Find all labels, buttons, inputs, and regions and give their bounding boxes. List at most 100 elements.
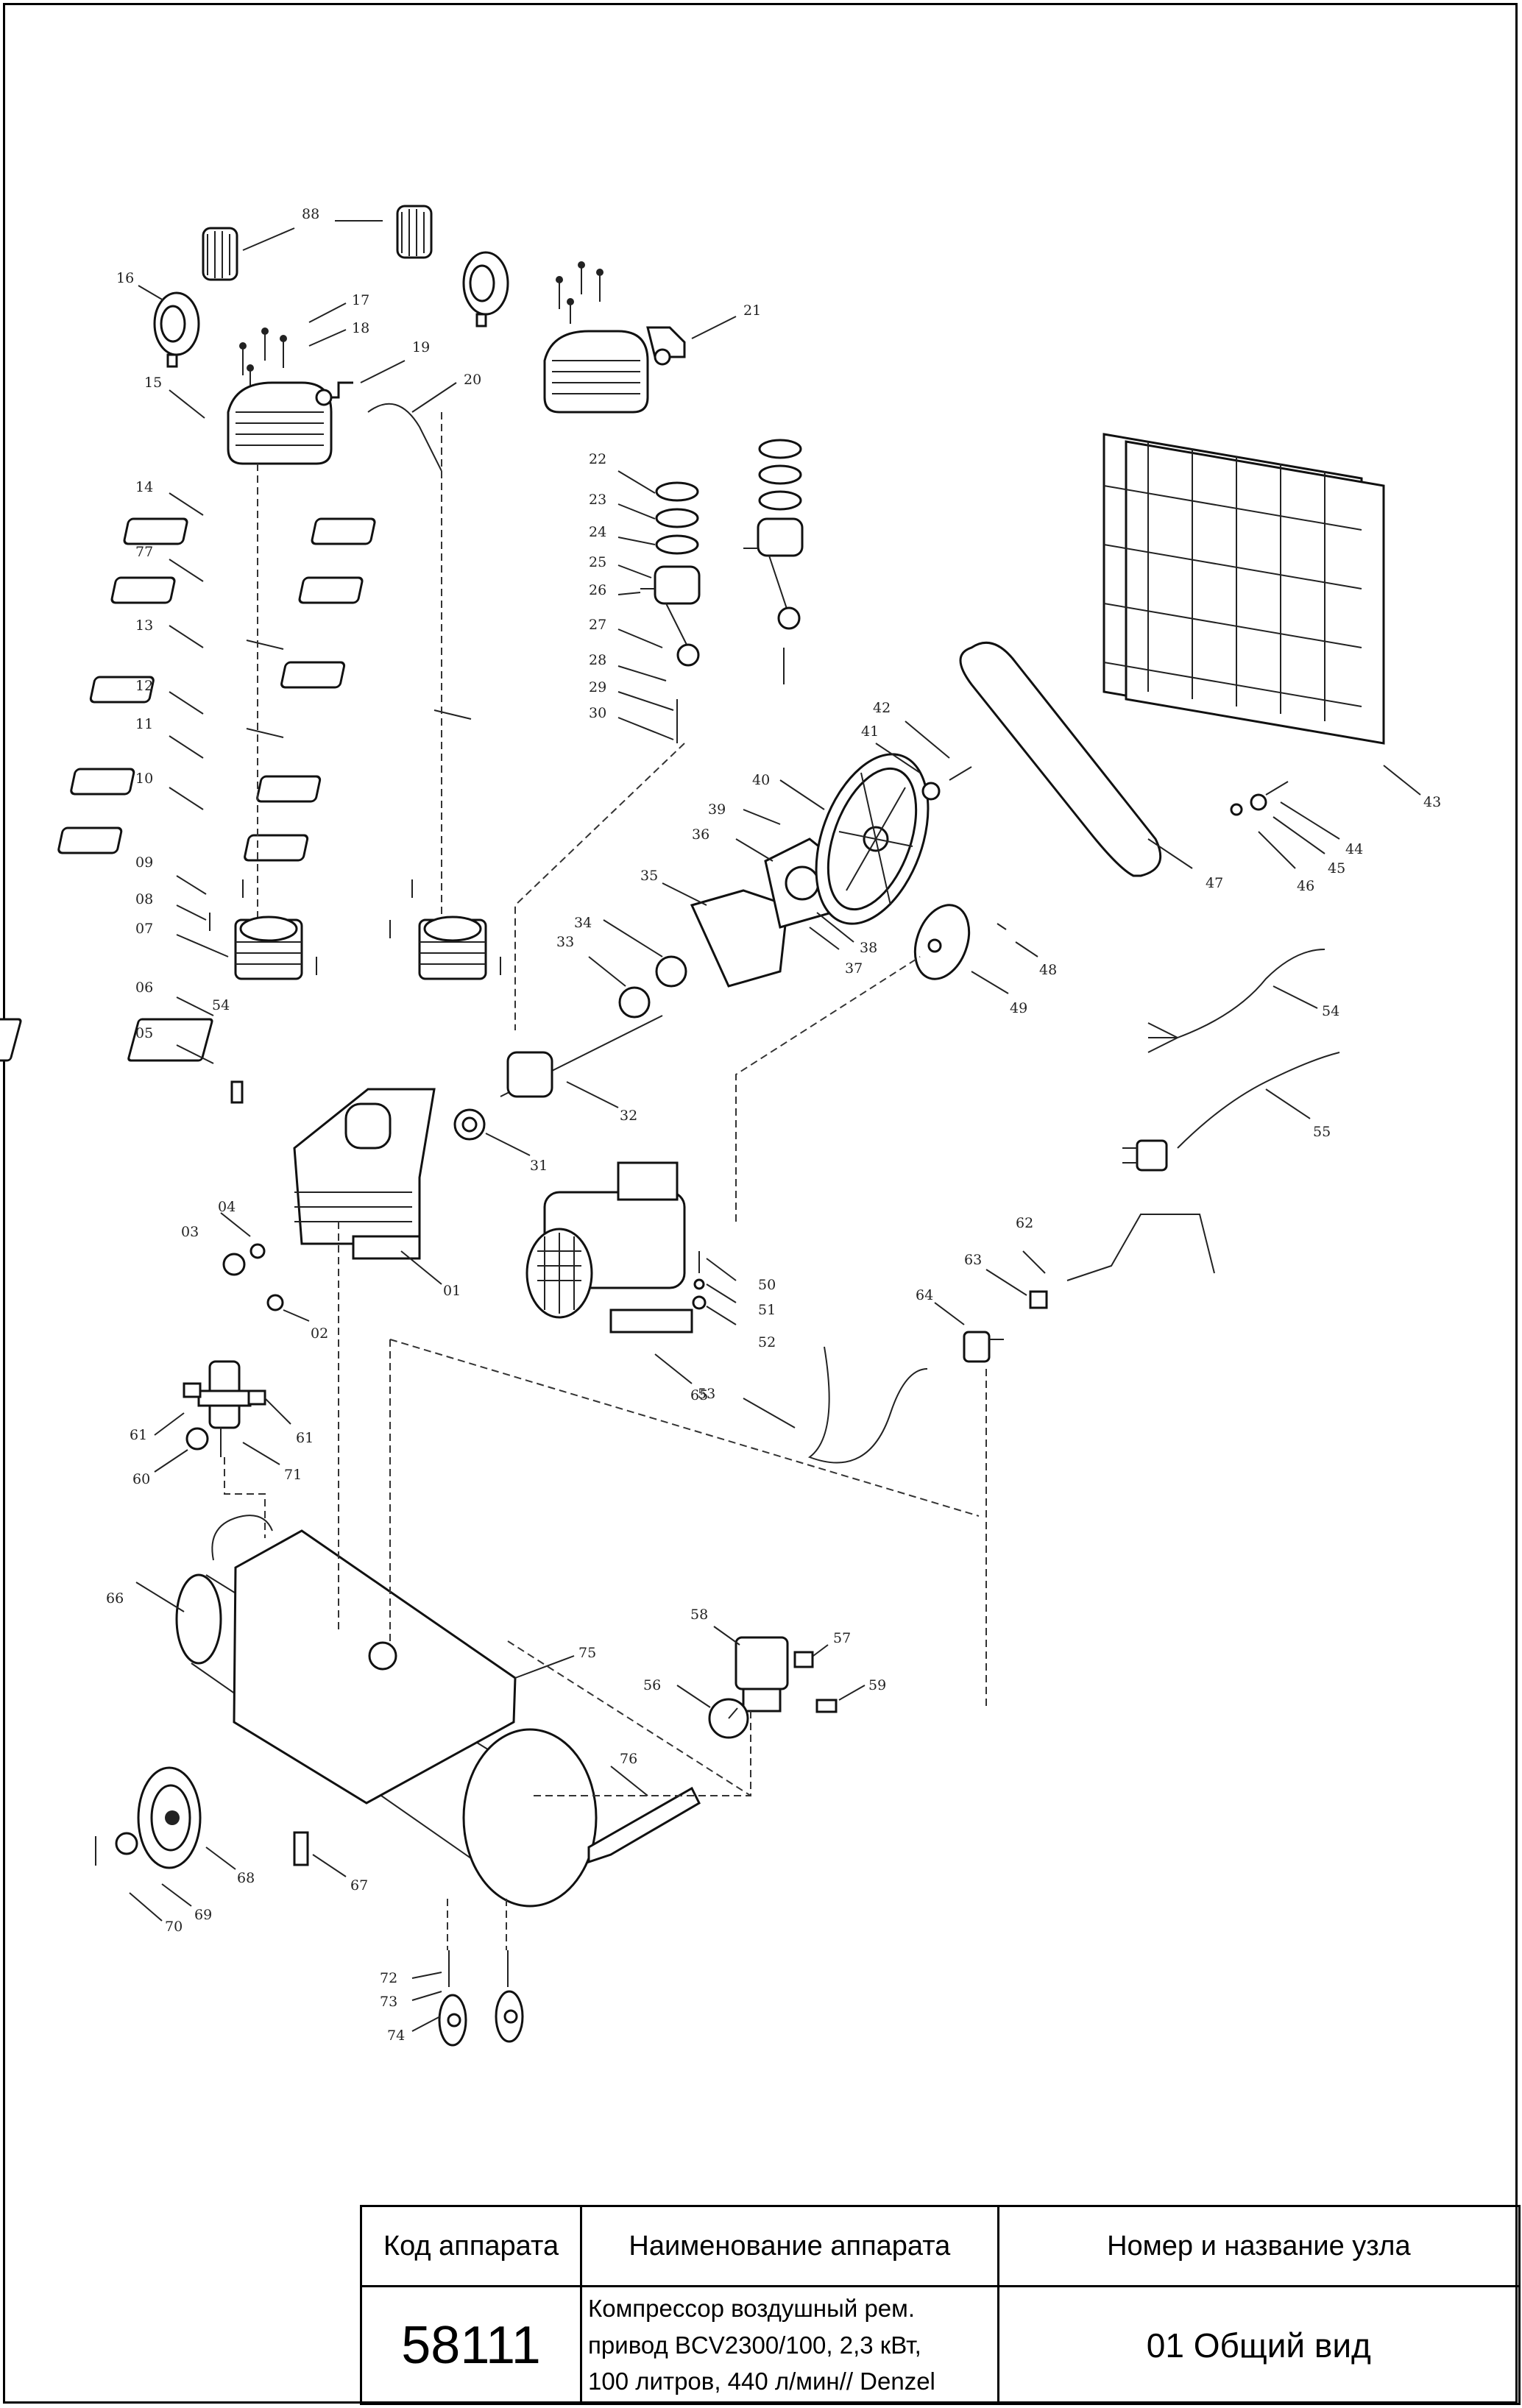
bolt-42 <box>949 766 972 781</box>
electric-motor <box>525 1161 693 1334</box>
exploded-view-drawing: 88 16 17 18 15 19 20 <box>0 205 1441 2047</box>
callout-58: 58 <box>690 1607 708 1623</box>
callout-30: 30 <box>589 705 606 721</box>
cylinder-gasket-left <box>0 1018 22 1062</box>
safety-valve-assembly <box>197 1360 252 1457</box>
callout-27: 27 <box>589 617 606 633</box>
fitting-61-right <box>247 1389 266 1406</box>
callout-09: 09 <box>135 854 153 871</box>
callout-63: 63 <box>964 1252 982 1268</box>
callout-54-right: 54 <box>1322 1003 1339 1019</box>
callout-05: 05 <box>135 1025 153 1041</box>
callout-32: 32 <box>620 1108 637 1124</box>
callout-72: 72 <box>380 1970 397 1986</box>
cylinder-head-right <box>543 330 649 414</box>
header-assembly: Номер и название узла <box>997 2205 1521 2287</box>
callout-25: 25 <box>589 554 606 570</box>
cylinder-gasket-right <box>127 1018 213 1062</box>
tank-port <box>368 1641 397 1671</box>
piston-rings <box>655 439 802 555</box>
bearing-33 <box>618 986 651 1019</box>
callout-64: 64 <box>916 1287 933 1303</box>
callout-75: 75 <box>578 1645 596 1661</box>
gasket-35 <box>690 889 789 988</box>
callout-65: 65 <box>690 1387 708 1403</box>
callout-57: 57 <box>833 1630 851 1646</box>
head-bolts-left <box>239 327 287 390</box>
callout-13: 13 <box>135 617 153 634</box>
air-filter-housing-right <box>462 251 509 327</box>
callout-10: 10 <box>135 771 153 787</box>
header-code: Код аппарата <box>359 2205 583 2287</box>
air-filter-housing-left <box>153 291 200 368</box>
callout-71: 71 <box>284 1467 302 1483</box>
callout-34: 34 <box>574 915 592 931</box>
callout-37: 37 <box>845 960 863 977</box>
pistons <box>654 517 804 605</box>
motor-pulley <box>913 904 971 980</box>
guard-fasteners <box>1230 781 1289 816</box>
callout-06: 06 <box>135 980 153 996</box>
callout-16: 16 <box>116 270 134 286</box>
callout-15: 15 <box>144 375 162 391</box>
drain-plug-02 <box>266 1294 284 1311</box>
callout-50: 50 <box>758 1277 776 1293</box>
callout-47: 47 <box>1206 875 1223 891</box>
callout-33: 33 <box>556 934 574 950</box>
callout-11: 11 <box>135 716 153 732</box>
valve-plate-stack-right <box>244 517 472 862</box>
callout-45: 45 <box>1328 860 1345 877</box>
fitting-59 <box>815 1699 838 1713</box>
bearing-34 <box>655 955 687 988</box>
callout-07: 07 <box>135 921 153 937</box>
fitting-21 <box>646 326 686 366</box>
apparatus-name: Компрессор воздушный рем. привод BCV2300… <box>580 2285 999 2405</box>
callout-59: 59 <box>868 1677 886 1693</box>
callout-77: 77 <box>135 544 153 560</box>
callout-31: 31 <box>530 1158 548 1174</box>
callout-39: 39 <box>708 801 726 818</box>
callout-41: 41 <box>861 723 879 740</box>
callout-03: 03 <box>181 1224 199 1240</box>
callout-44: 44 <box>1345 841 1363 857</box>
callout-19: 19 <box>412 339 430 355</box>
callout-69: 69 <box>194 1907 212 1923</box>
callout-36: 36 <box>692 826 709 843</box>
cylinder-left <box>234 916 303 980</box>
callout-76: 76 <box>620 1751 637 1767</box>
callout-73: 73 <box>380 1994 397 2010</box>
callout-38: 38 <box>860 940 877 956</box>
pressure-gauge-56 <box>708 1698 749 1739</box>
key-48 <box>997 923 1007 930</box>
callout-35: 35 <box>640 868 658 884</box>
callout-43: 43 <box>1423 794 1441 810</box>
callout-08: 08 <box>135 891 153 907</box>
fitting-63 <box>1029 1290 1048 1309</box>
washer-69 <box>115 1832 138 1855</box>
callout-18: 18 <box>352 320 369 336</box>
callout-61-left: 61 <box>130 1427 147 1443</box>
oil-plug-03 <box>222 1243 266 1276</box>
air-receiver-tank <box>175 1515 598 1908</box>
belt-guard <box>1102 433 1385 745</box>
callout-48: 48 <box>1039 962 1057 978</box>
callout-67: 67 <box>350 1877 368 1894</box>
callout-28: 28 <box>589 652 606 668</box>
rubber-foot-76 <box>587 1786 701 1864</box>
drain-valve-67 <box>293 1831 309 1866</box>
wheel-68 <box>137 1766 202 1869</box>
power-cable-54 <box>1147 949 1325 1053</box>
callout-04: 04 <box>218 1199 236 1215</box>
crankshaft <box>500 1015 663 1098</box>
flexible-hose-65 <box>807 1346 928 1464</box>
callout-68: 68 <box>237 1870 255 1886</box>
callout-20: 20 <box>464 372 481 388</box>
flywheel <box>815 753 930 925</box>
apparatus-code: 58111 <box>359 2285 583 2405</box>
breather-plug <box>230 1080 244 1104</box>
callout-02: 02 <box>311 1325 328 1342</box>
cap-60 <box>185 1427 209 1451</box>
elbow-fitting-64 <box>963 1331 1004 1363</box>
callout-22: 22 <box>589 451 606 467</box>
apparatus-name-line: привод BCV2300/100, 2,3 кВт, <box>588 2331 921 2359</box>
